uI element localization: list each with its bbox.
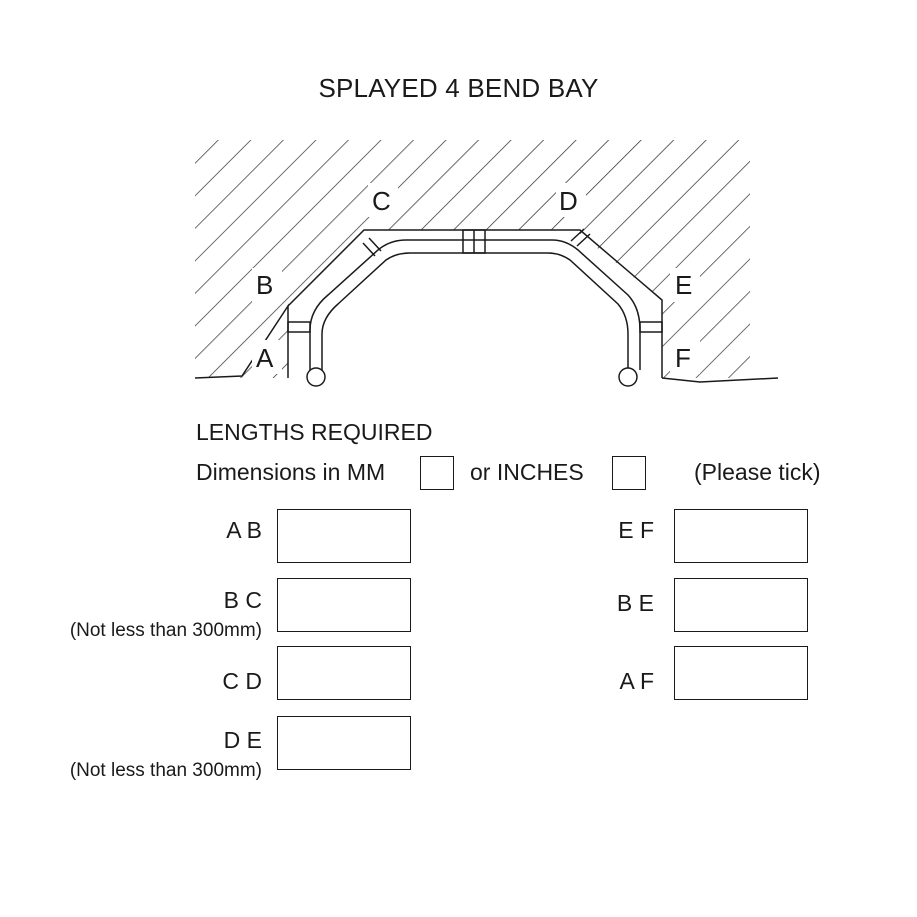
field-ab-label: A B: [226, 517, 262, 543]
field-cd-input[interactable]: [277, 646, 411, 700]
field-de-label: D E: [223, 727, 262, 753]
field-ef-label: E F: [618, 517, 654, 543]
units-mm-label: Dimensions in MM: [196, 459, 386, 485]
mm-tick-checkbox[interactable]: [420, 456, 454, 490]
units-row: Dimensions in MM or INCHES (Please tick): [196, 456, 896, 495]
label-f: F: [675, 343, 691, 373]
right-finial-icon: [618, 367, 638, 387]
label-e: E: [675, 270, 692, 300]
field-de-note: (Not less than 300mm): [69, 760, 262, 781]
field-af-label: A F: [619, 668, 654, 694]
left-finial-icon: [306, 367, 326, 387]
label-d: D: [559, 186, 578, 216]
field-bc-input[interactable]: [277, 578, 411, 632]
track-end-finials: [306, 367, 638, 387]
field-ab-input[interactable]: [277, 509, 411, 563]
lengths-heading: LENGTHS REQUIRED: [196, 419, 433, 445]
field-de-input[interactable]: [277, 716, 411, 770]
track-brackets: [287, 228, 663, 333]
please-tick-hint: (Please tick): [694, 459, 821, 485]
field-bc-label: B C: [223, 587, 262, 613]
label-b: B: [256, 270, 273, 300]
field-ef-input[interactable]: [674, 509, 808, 563]
field-be-label: B E: [616, 590, 654, 616]
inches-tick-checkbox[interactable]: [612, 456, 646, 490]
label-c: C: [372, 186, 391, 216]
curtain-track: [309, 239, 641, 370]
field-be-input[interactable]: [674, 578, 808, 632]
field-af-input[interactable]: [674, 646, 808, 700]
field-bc-note: (Not less than 300mm): [69, 620, 262, 641]
field-cd-label: C D: [222, 668, 262, 694]
units-inches-label: or INCHES: [470, 459, 584, 485]
page-title: SPLAYED 4 BEND BAY: [318, 73, 599, 103]
label-a: A: [256, 343, 274, 373]
